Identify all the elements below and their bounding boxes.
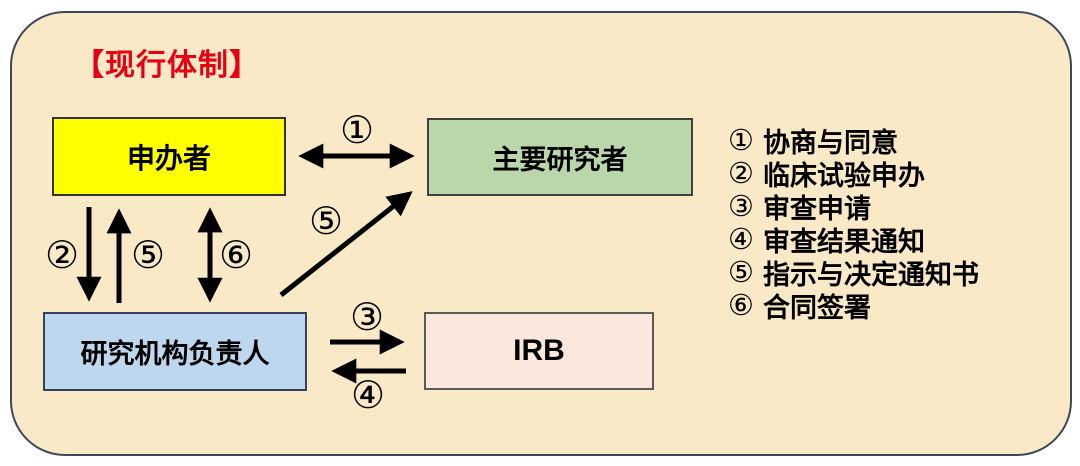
node-irb: IRB bbox=[424, 312, 654, 390]
arrow-label-2: ② bbox=[44, 235, 80, 277]
arrow-label-5-vertical: ⑤ bbox=[130, 235, 166, 277]
arrow-label-1: ① bbox=[339, 110, 375, 152]
legend-marker-3: ③ bbox=[728, 191, 754, 223]
legend: ① 协商与同意 ② 临床试验申办 ③ 审查申请 ④ 审查结果通知 ⑤ 指示与决定… bbox=[728, 124, 979, 323]
node-principal-investigator: 主要研究者 bbox=[427, 118, 693, 196]
node-institution-director: 研究机构负责人 bbox=[43, 312, 307, 391]
legend-item-2: ② 临床试验申办 bbox=[728, 157, 979, 191]
node-institution-director-label: 研究机构负责人 bbox=[80, 339, 270, 369]
arrow-label-5-diagonal: ⑤ bbox=[308, 201, 344, 243]
arrow-label-4: ④ bbox=[350, 375, 386, 417]
legend-marker-1: ① bbox=[728, 125, 754, 157]
node-irb-label: IRB bbox=[513, 334, 565, 367]
legend-item-5: ⑤ 指示与决定通知书 bbox=[728, 256, 979, 290]
legend-marker-5: ⑤ bbox=[728, 257, 754, 289]
arrow-label-3: ③ bbox=[349, 297, 385, 339]
node-sponsor: 申办者 bbox=[52, 117, 286, 196]
legend-label-1: 协商与同意 bbox=[763, 128, 898, 158]
arrow-label-6: ⑥ bbox=[218, 235, 254, 277]
legend-label-4: 审查结果通知 bbox=[763, 227, 925, 257]
legend-item-3: ③ 审查申请 bbox=[728, 190, 979, 224]
legend-label-6: 合同签署 bbox=[763, 293, 871, 323]
legend-item-6: ⑥ 合同签署 bbox=[728, 289, 979, 323]
legend-marker-4: ④ bbox=[728, 224, 754, 256]
legend-marker-2: ② bbox=[728, 158, 754, 190]
node-sponsor-label: 申办者 bbox=[126, 142, 211, 174]
legend-marker-6: ⑥ bbox=[728, 290, 754, 322]
legend-label-2: 临床试验申办 bbox=[763, 161, 925, 191]
legend-item-1: ① 协商与同意 bbox=[728, 124, 979, 158]
legend-label-5: 指示与决定通知书 bbox=[763, 260, 979, 290]
diagram-title: 【现行体制】 bbox=[74, 49, 260, 82]
legend-item-4: ④ 审查结果通知 bbox=[728, 223, 979, 257]
node-principal-investigator-label: 主要研究者 bbox=[492, 144, 628, 175]
legend-label-3: 审查申请 bbox=[763, 194, 871, 224]
